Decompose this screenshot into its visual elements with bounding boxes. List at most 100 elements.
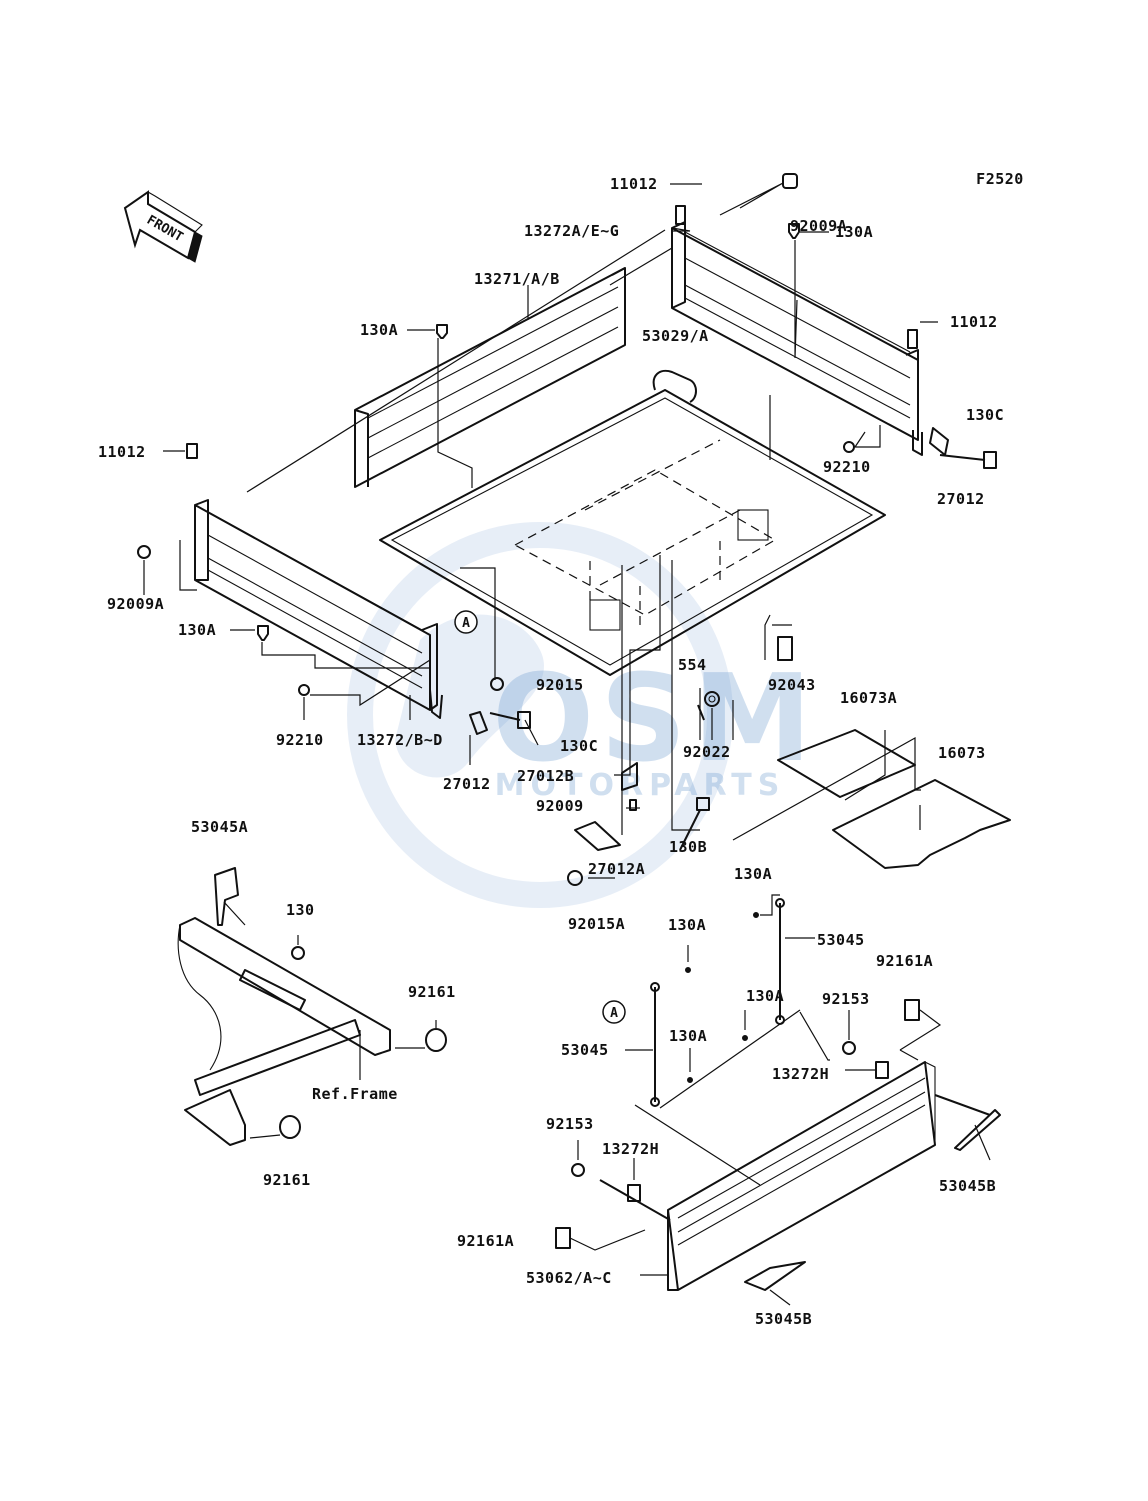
label-130C-right: 130C: [966, 406, 1004, 424]
watermark-brand: OSM: [492, 650, 818, 789]
label-130A-right: 130A: [835, 223, 873, 241]
mat-16073-icon: [832, 779, 1011, 869]
bolt-92043-icon: [777, 636, 793, 661]
bolt-92009A-left-icon: [137, 545, 151, 559]
bolt-92153-left-icon: [571, 1163, 585, 1177]
bolt-92153-right-icon: [842, 1041, 856, 1055]
bolt-130A-mid-icon: [257, 625, 269, 641]
label-92009A-left: 92009A: [107, 595, 164, 613]
latch-53045A-icon: [214, 867, 239, 926]
label-130A-a: 130A: [734, 865, 772, 883]
label-92009A-top: 92009A: [790, 217, 847, 235]
cargo-bed-53029: [379, 370, 886, 676]
nut-92210-left-icon: [298, 684, 310, 696]
label-130A-left: 130A: [360, 321, 398, 339]
callout-a-lower: A: [602, 1000, 626, 1024]
screw-130A-c-icon: [742, 1035, 748, 1041]
label-130B: 130B: [669, 838, 707, 856]
label-27012A: 27012A: [588, 860, 645, 878]
label-16073: 16073: [938, 744, 986, 762]
label-92009: 92009: [536, 797, 584, 815]
screw-130A-d-icon: [687, 1077, 693, 1083]
label-53062: 53062/A~C: [526, 1269, 612, 1287]
label-27012-right: 27012: [937, 490, 985, 508]
label-92161-b: 92161: [263, 1171, 311, 1189]
label-53045-a: 53045: [817, 931, 865, 949]
label-53029: 53029/A: [642, 327, 709, 345]
label-92022: 92022: [683, 743, 731, 761]
label-13272H-b: 13272H: [602, 1140, 659, 1158]
label-13272BD: 13272/B~D: [357, 731, 443, 749]
cap-92161-left-icon: [279, 1115, 301, 1139]
bolt-130C-left-icon: [489, 712, 521, 721]
label-92161-a: 92161: [408, 983, 456, 1001]
label-11012-left: 11012: [98, 443, 146, 461]
label-92043: 92043: [768, 676, 816, 694]
label-92161A-a: 92161A: [876, 952, 933, 970]
watermark-globe-land: [395, 614, 544, 778]
bolt-130C-right-icon: [939, 454, 986, 461]
bolt-92009A-top-icon: [782, 173, 798, 189]
label-130A-mid: 130A: [178, 621, 216, 639]
leader-lines: [143, 182, 991, 1306]
label-92210-left: 92210: [276, 731, 324, 749]
bracket-13272H-left-icon: [627, 1184, 641, 1202]
figure-code: F2520: [976, 170, 1024, 188]
label-27012B: 27012B: [517, 767, 574, 785]
watermark-globe-ring: [347, 522, 733, 908]
front-direction-arrow: FRONT: [123, 190, 203, 263]
label-92153-b: 92153: [546, 1115, 594, 1133]
bolt-130-icon: [291, 946, 305, 960]
pin-554-icon: [697, 704, 705, 721]
handle-53045B-right-icon: [954, 1109, 1001, 1151]
label-92161A-b: 92161A: [457, 1232, 514, 1250]
label-53045B-a: 53045B: [939, 1177, 996, 1195]
tailgate-hardware: [279, 898, 1001, 1291]
bracket-27012-right-icon: [929, 427, 949, 456]
label-554: 554: [678, 656, 707, 674]
nut-92015-icon: [490, 677, 504, 691]
bolt-130A-left-icon: [436, 324, 448, 339]
label-13272A: 13272A/E~G: [524, 222, 619, 240]
bolt-92009-icon: [629, 799, 637, 811]
label-53045B-b: 53045B: [755, 1310, 812, 1328]
label-11012-right: 11012: [950, 313, 998, 331]
label-16073A: 16073A: [840, 689, 897, 707]
label-13272H-a: 13272H: [772, 1065, 829, 1083]
reference-frame: [177, 917, 391, 1146]
cap-92161-right-icon: [425, 1028, 447, 1052]
nut-92210-right-icon: [843, 441, 855, 453]
bumper-92161A-left-icon: [555, 1227, 571, 1249]
bolt-130A-right-icon: [788, 223, 800, 239]
part-labels: F2520 11012 92009A 13272A/E~G 130A 13271…: [98, 170, 1024, 1328]
bracket-27012-left-icon: [469, 711, 488, 735]
latch-27012A-icon: [574, 821, 621, 851]
bumper-92161A-right-icon: [904, 999, 920, 1021]
bracket-13272H-right-icon: [875, 1061, 889, 1079]
label-130A-c: 130A: [746, 987, 784, 1005]
label-27012-left: 27012: [443, 775, 491, 793]
label-13271: 13271/A/B: [474, 270, 560, 288]
callout-a-upper: A: [454, 610, 478, 634]
callout-a-lower-label: A: [610, 1006, 618, 1021]
label-11012-top: 11012: [610, 175, 658, 193]
handle-53045B-left-icon: [744, 1261, 806, 1291]
label-130A-b: 130A: [668, 916, 706, 934]
label-130: 130: [286, 901, 315, 919]
washer-92022-icon: [704, 691, 720, 707]
label-92015: 92015: [536, 676, 584, 694]
tailgate-53062: [599, 1061, 991, 1291]
right-side-panel: [671, 205, 923, 456]
callout-a-upper-label: A: [462, 616, 470, 631]
screw-130A-b-icon: [685, 967, 691, 973]
watermark: OSM MOTORPARTS: [347, 522, 818, 908]
label-ref-frame: Ref.Frame: [312, 1085, 398, 1103]
label-92153-a: 92153: [822, 990, 870, 1008]
label-130C-left: 130C: [560, 737, 598, 755]
left-side-panel-13271: [354, 267, 626, 488]
label-53045-b: 53045: [561, 1041, 609, 1059]
label-92015A: 92015A: [568, 915, 625, 933]
front-side-panel-13272: [186, 443, 443, 719]
